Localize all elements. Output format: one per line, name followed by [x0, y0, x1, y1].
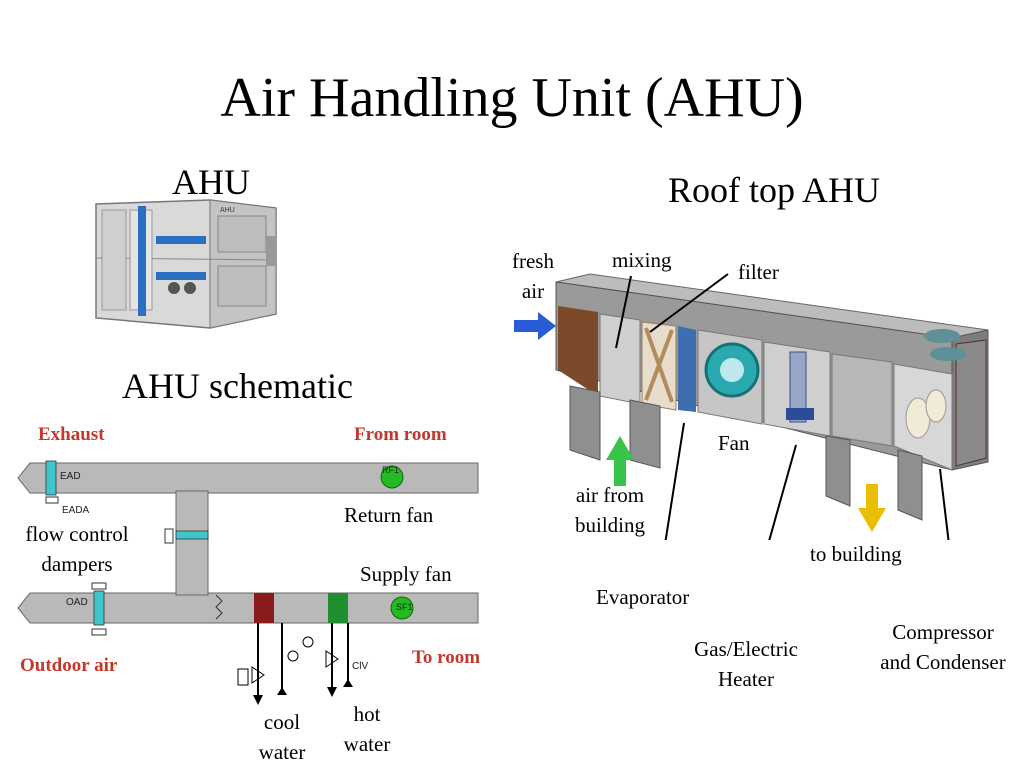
to-room-label: To room — [412, 647, 481, 668]
supply-fan-label: Supply fan — [360, 562, 452, 586]
eada-tag: EADA — [62, 505, 90, 516]
exhaust-label: Exhaust — [38, 424, 105, 445]
fresh-air-label: fresh air — [512, 249, 554, 303]
rooftop-unit-illustration — [514, 273, 989, 540]
svg-text:AHU: AHU — [220, 207, 235, 214]
from-room-label: From room — [354, 424, 447, 445]
schematic-diagram — [17, 460, 479, 705]
ahu-photo: AHU — [95, 199, 277, 329]
to-building-label: to building — [810, 542, 902, 566]
slide-title: Air Handling Unit (AHU) — [220, 67, 804, 129]
flow-control-dampers-label: flow control dampers — [25, 522, 129, 576]
fan-label: Fan — [718, 431, 750, 455]
filter-label: filter — [738, 260, 779, 284]
outdoor-air-label: Outdoor air — [20, 655, 118, 676]
hot-water-label: hot water — [343, 702, 391, 756]
rooftop-heading: Roof top AHU — [668, 170, 881, 210]
air-from-building-label: air from building — [574, 483, 645, 537]
return-fan-label: Return fan — [344, 503, 434, 527]
cool-water-label: cool water — [258, 710, 306, 764]
rf1-tag: RF1 — [382, 465, 400, 475]
oad-tag: OAD — [66, 597, 88, 608]
schematic-heading: AHU schematic — [122, 366, 353, 406]
mixing-label: mixing — [612, 248, 672, 272]
clv-tag: ClV — [352, 661, 369, 672]
ahu-photo-heading: AHU — [172, 162, 250, 202]
ead-tag: EAD — [60, 471, 81, 482]
gas-electric-heater-label: Gas/Electric Heater — [694, 637, 798, 691]
sf1-tag: SF1 — [396, 602, 413, 612]
evaporator-label: Evaporator — [596, 585, 690, 609]
compressor-condenser-label: Compressor and Condenser — [880, 620, 1006, 674]
